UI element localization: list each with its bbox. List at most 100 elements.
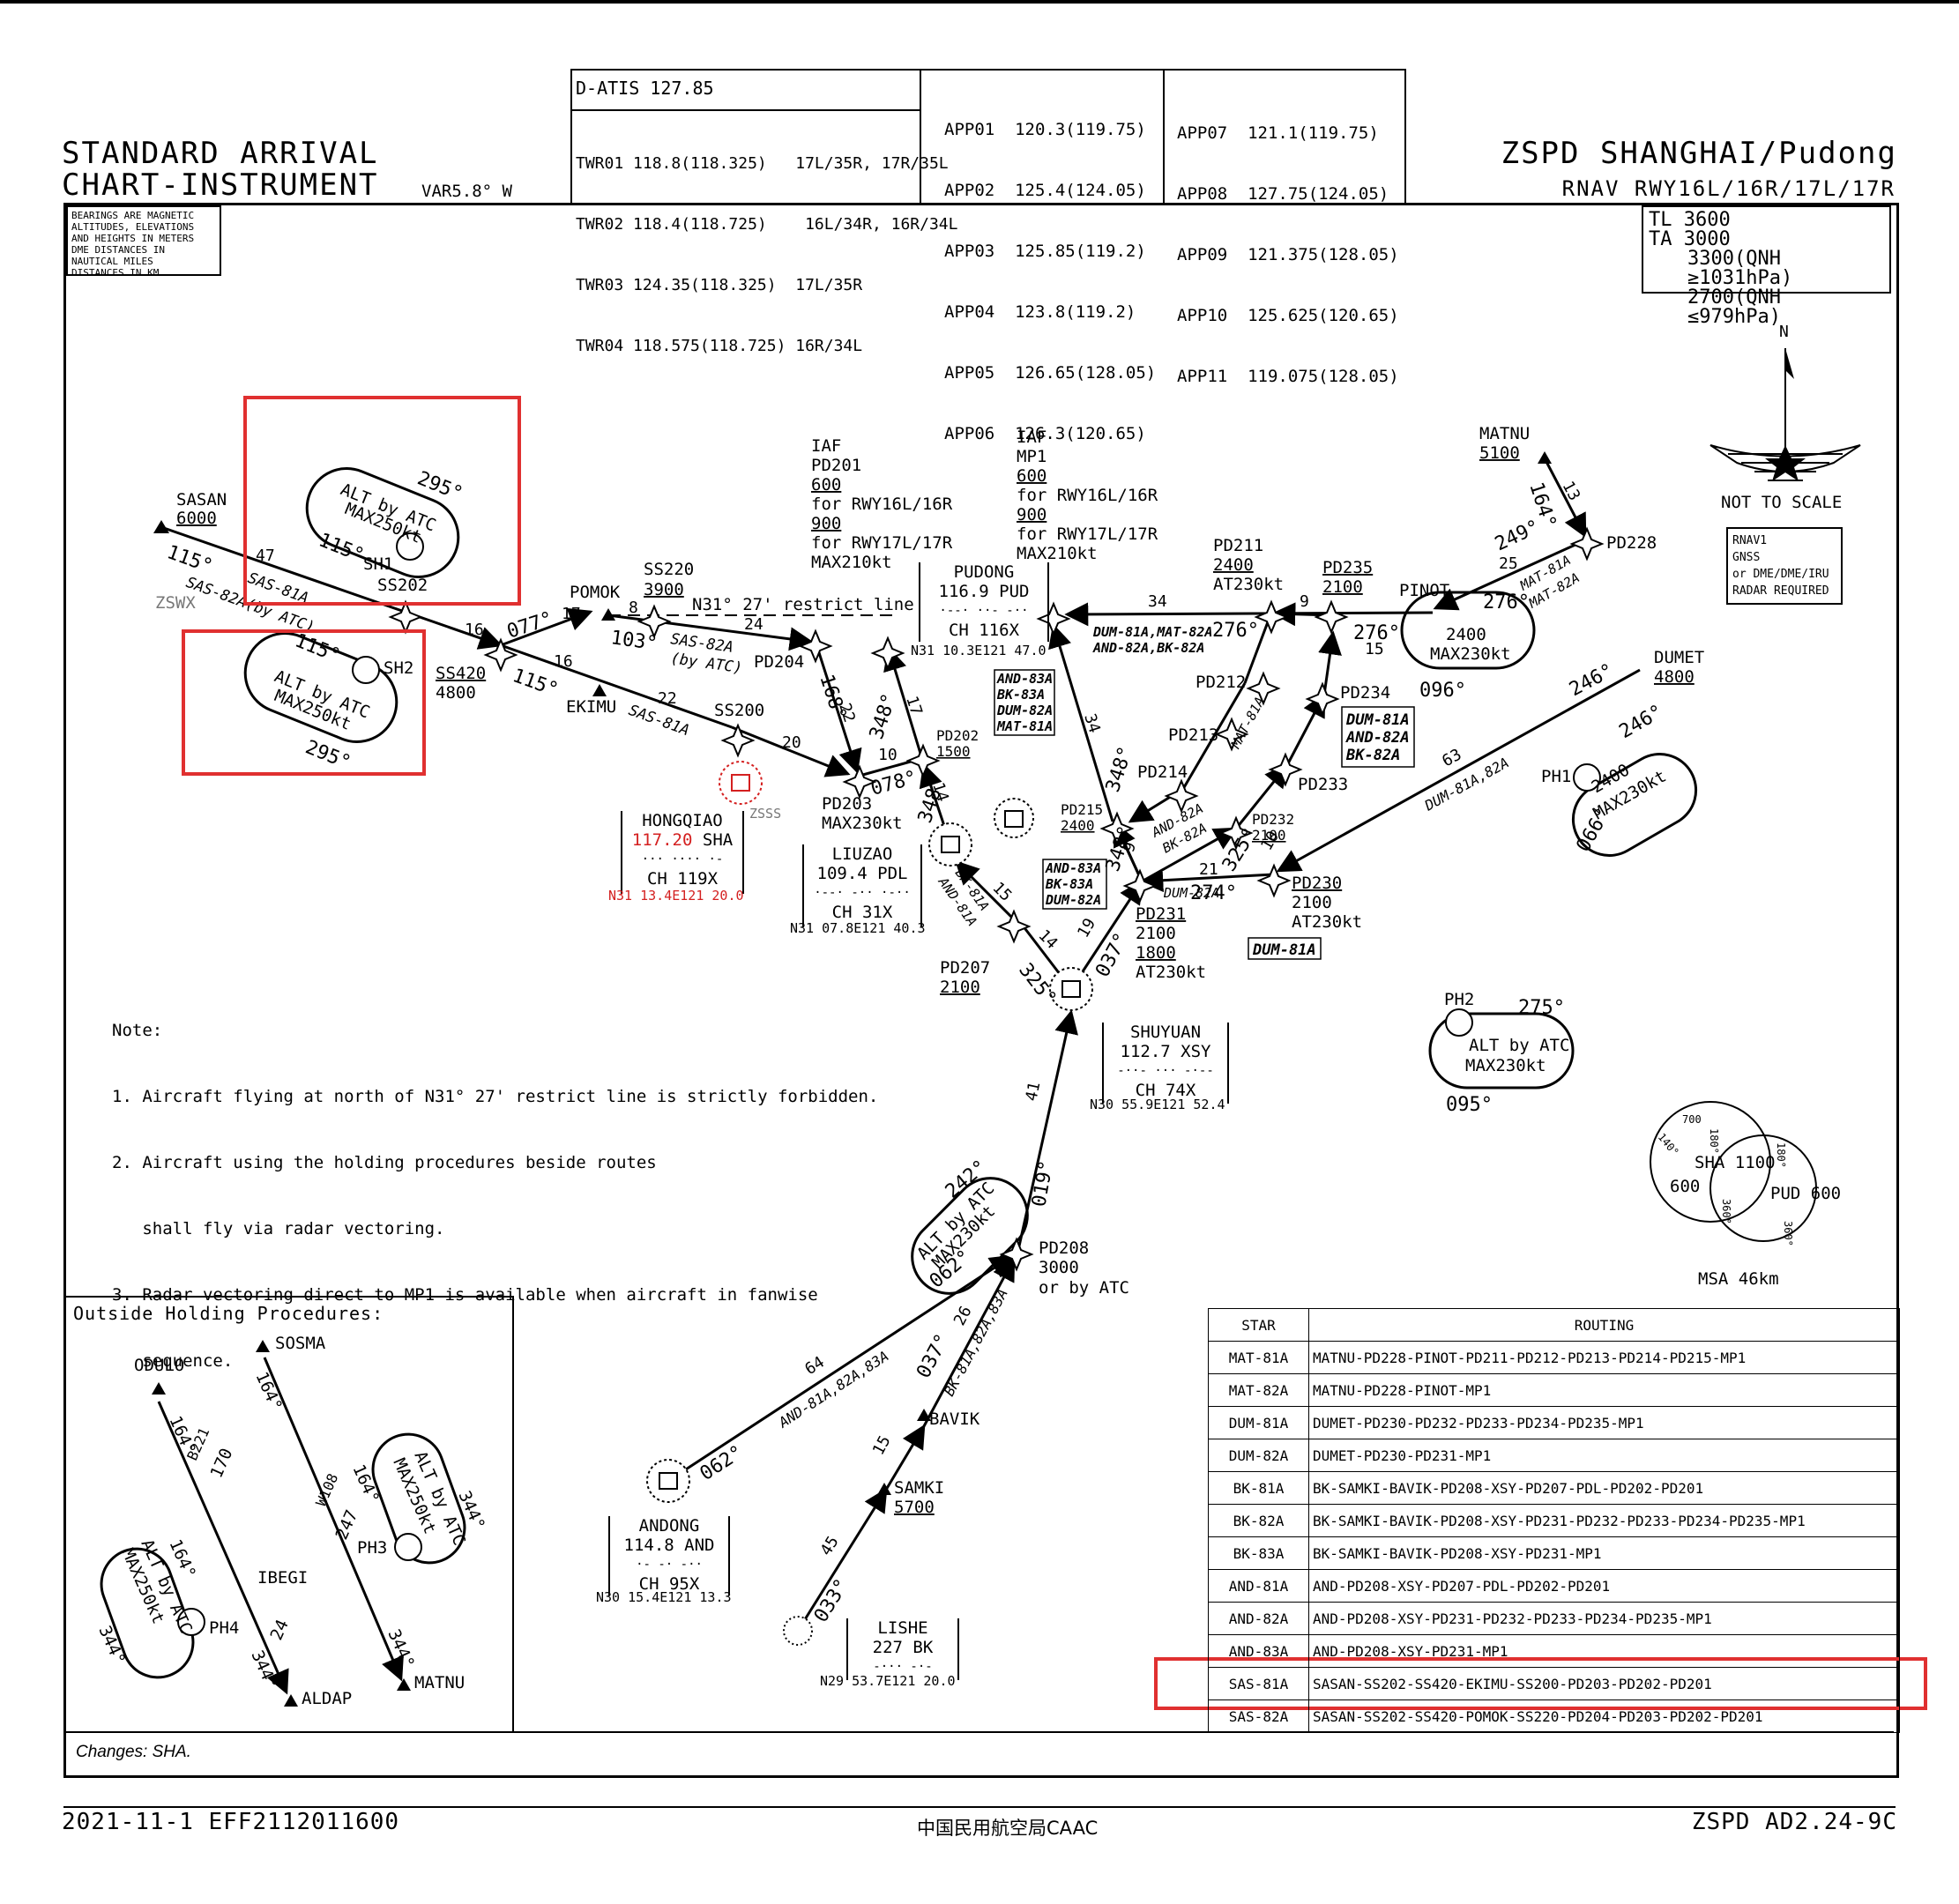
navaid-symbols [646, 798, 1093, 1646]
app-list-a: APP01 120.3(119.75) APP02 125.4(124.05) … [944, 79, 1156, 485]
footer-date: 2021-11-1 EFF2112011600 [62, 1809, 400, 1835]
star-name: BK-83A [1208, 1536, 1309, 1570]
pd214-label: PD214 [1137, 762, 1188, 782]
course: 115° [292, 629, 343, 667]
ss220-label: SS220 [644, 560, 694, 579]
andong-ch: CH 95X [638, 1574, 700, 1594]
star-name: AND-82A [1208, 1602, 1309, 1635]
shuyuan-freq: 112.7 XSY [1120, 1042, 1211, 1061]
msa-sha-low: 600 [1670, 1177, 1700, 1196]
and-box-1-line: MAT-81A [996, 718, 1053, 734]
units-note-line: BEARINGS ARE MAGNETIC [71, 210, 195, 221]
app05: APP05 126.65(128.05) [944, 363, 1157, 383]
rnav-box: RNAV1 GNSS or DME/DME/IRU RADAR REQUIRED [1726, 527, 1843, 605]
footer-rule [63, 1806, 1896, 1808]
variation: VAR5.8° W [421, 182, 512, 201]
app10: APP10 125.625(120.65) [1177, 306, 1399, 325]
course: 115° [316, 529, 367, 567]
chart-title-line2: CHART-INSTRUMENT [62, 167, 379, 203]
course: 276° [1353, 622, 1400, 644]
hongqiao-ch: CH 119X [646, 869, 719, 889]
not-to-scale: NOT TO SCALE [1721, 493, 1842, 512]
and-box-2 [1042, 859, 1107, 910]
rnav-line: or DME/DME/IRU [1732, 568, 1829, 581]
pd207-waypoint [996, 909, 1032, 944]
pd231-alt1: 2100 [1136, 924, 1176, 943]
mp1-label: MP1 [1017, 447, 1047, 466]
andong-name: ANDONG [638, 1516, 700, 1536]
star-routing: MATNU-PD228-PINOT-PD211-PD212-PD213-PD21… [1308, 1341, 1900, 1374]
hongqiao-coord: N31 13.4E121 20.0 [608, 888, 744, 904]
chart-title: STANDARD ARRIVAL CHART-INSTRUMENT [62, 138, 379, 201]
distance: 15 [988, 879, 1015, 905]
pd234-label: PD234 [1340, 683, 1390, 703]
pd228-label: PD228 [1606, 533, 1657, 553]
star-routing: AND-PD208-XSY-PD231-PD232-PD233-PD234-PD… [1308, 1602, 1900, 1635]
route-boxes: AND-83A BK-83A DUM-82A MAT-81A AND-83A B… [994, 669, 1415, 960]
liuzao-morse: ·--· -·· ·-·· [814, 886, 911, 900]
hongqiao-name: HONGQIAO [642, 811, 723, 830]
pd235-alt: 2100 [1322, 577, 1363, 597]
pd213-label: PD213 [1168, 725, 1218, 745]
zswx-label: ZSWX [155, 593, 196, 613]
course: 295° [302, 736, 354, 774]
ph2-alt: ALT by ATC [1469, 1036, 1569, 1055]
highlight-sh2 [182, 629, 426, 776]
matnu-label: MATNU [1479, 424, 1530, 443]
pd201-label: PD201 [811, 456, 861, 475]
distance: 14 [1034, 926, 1061, 953]
pd201-alt1: 600 [811, 475, 841, 495]
and-box-1-line: AND-83A [996, 671, 1053, 687]
course: 246° [1566, 659, 1618, 701]
course: 275° [1518, 997, 1565, 1019]
samki-label: SAMKI [894, 1478, 944, 1498]
distance: 10 [878, 746, 898, 764]
course: 276° [1483, 591, 1530, 614]
pd215-waypoint [1099, 811, 1135, 846]
app02: APP02 125.4(124.05) [944, 181, 1146, 200]
ta-low: 2700(QNH ≤979hPa) [1687, 286, 1781, 328]
msa-360b: 360° [1782, 1221, 1794, 1246]
pd212-waypoint [1246, 671, 1281, 706]
course: 348° [866, 691, 901, 742]
note-item: shall fly via radar vectoring. [112, 1219, 445, 1238]
app-list-b: APP07 121.1(119.75) APP08 127.75(124.05)… [1177, 83, 1399, 428]
pd211-waypoint [1254, 599, 1289, 635]
twr03: TWR03 124.35(118.325) 17L/35R [576, 276, 863, 294]
star-routing: SASAN-SS202-SS420-POMOK-SS220-PD204-PD20… [1308, 1699, 1900, 1733]
ss220-waypoint [637, 604, 672, 639]
matnu-alt: 5100 [1479, 443, 1520, 463]
note-item: 3. Radar vectoring direct to MP1 is avai… [112, 1285, 818, 1305]
distance: 41 [1022, 1080, 1044, 1103]
star-routing: AND-PD208-XSY-PD207-PDL-PD202-PD201 [1308, 1569, 1900, 1603]
msa-360a: 360° [1720, 1199, 1732, 1224]
distance: 21 [1199, 860, 1218, 879]
app07: APP07 121.1(119.75) [1177, 123, 1379, 143]
pd228-waypoint [1569, 526, 1605, 562]
units-note-line: ALTITUDES, ELEVATIONS [71, 221, 195, 233]
liuzao-box: LIUZAO 109.4 PDL ·--· -·· ·-·· CH 31X [802, 844, 922, 927]
pd201-iaf: IAF [811, 436, 841, 456]
lishe-coord: N29 53.7E121 20.0 [820, 1673, 956, 1689]
lishe-box: LISHE 227 BK -··· -·- [846, 1618, 959, 1680]
pd201-waypoint [870, 636, 905, 671]
pd208-alt: 3000 [1039, 1258, 1079, 1277]
ss420-alt: 4800 [436, 683, 476, 703]
ta-high: 3300(QNH ≥1031hPa) [1687, 248, 1793, 289]
bavik-label: BAVIK [929, 1409, 980, 1429]
distance: 22 [658, 689, 677, 708]
shuyuan-coord: N30 55.9E121 52.4 [1090, 1097, 1225, 1112]
pomok-label: POMOK [570, 583, 621, 602]
holding-patterns [100, 467, 1698, 1679]
sh1-symbol [396, 532, 424, 561]
footer-page: ZSPD AD2.24-9C [1691, 1809, 1897, 1835]
ph2-speed: MAX230kt [1465, 1056, 1546, 1075]
hongqiao-symbol [719, 761, 763, 805]
star-routing: DUMET-PD230-PD231-MP1 [1308, 1439, 1900, 1472]
twr02: TWR02 118.4(118.725) 16L/34R, 16R/34L [576, 215, 958, 234]
notes-title: Note: [112, 1021, 163, 1040]
